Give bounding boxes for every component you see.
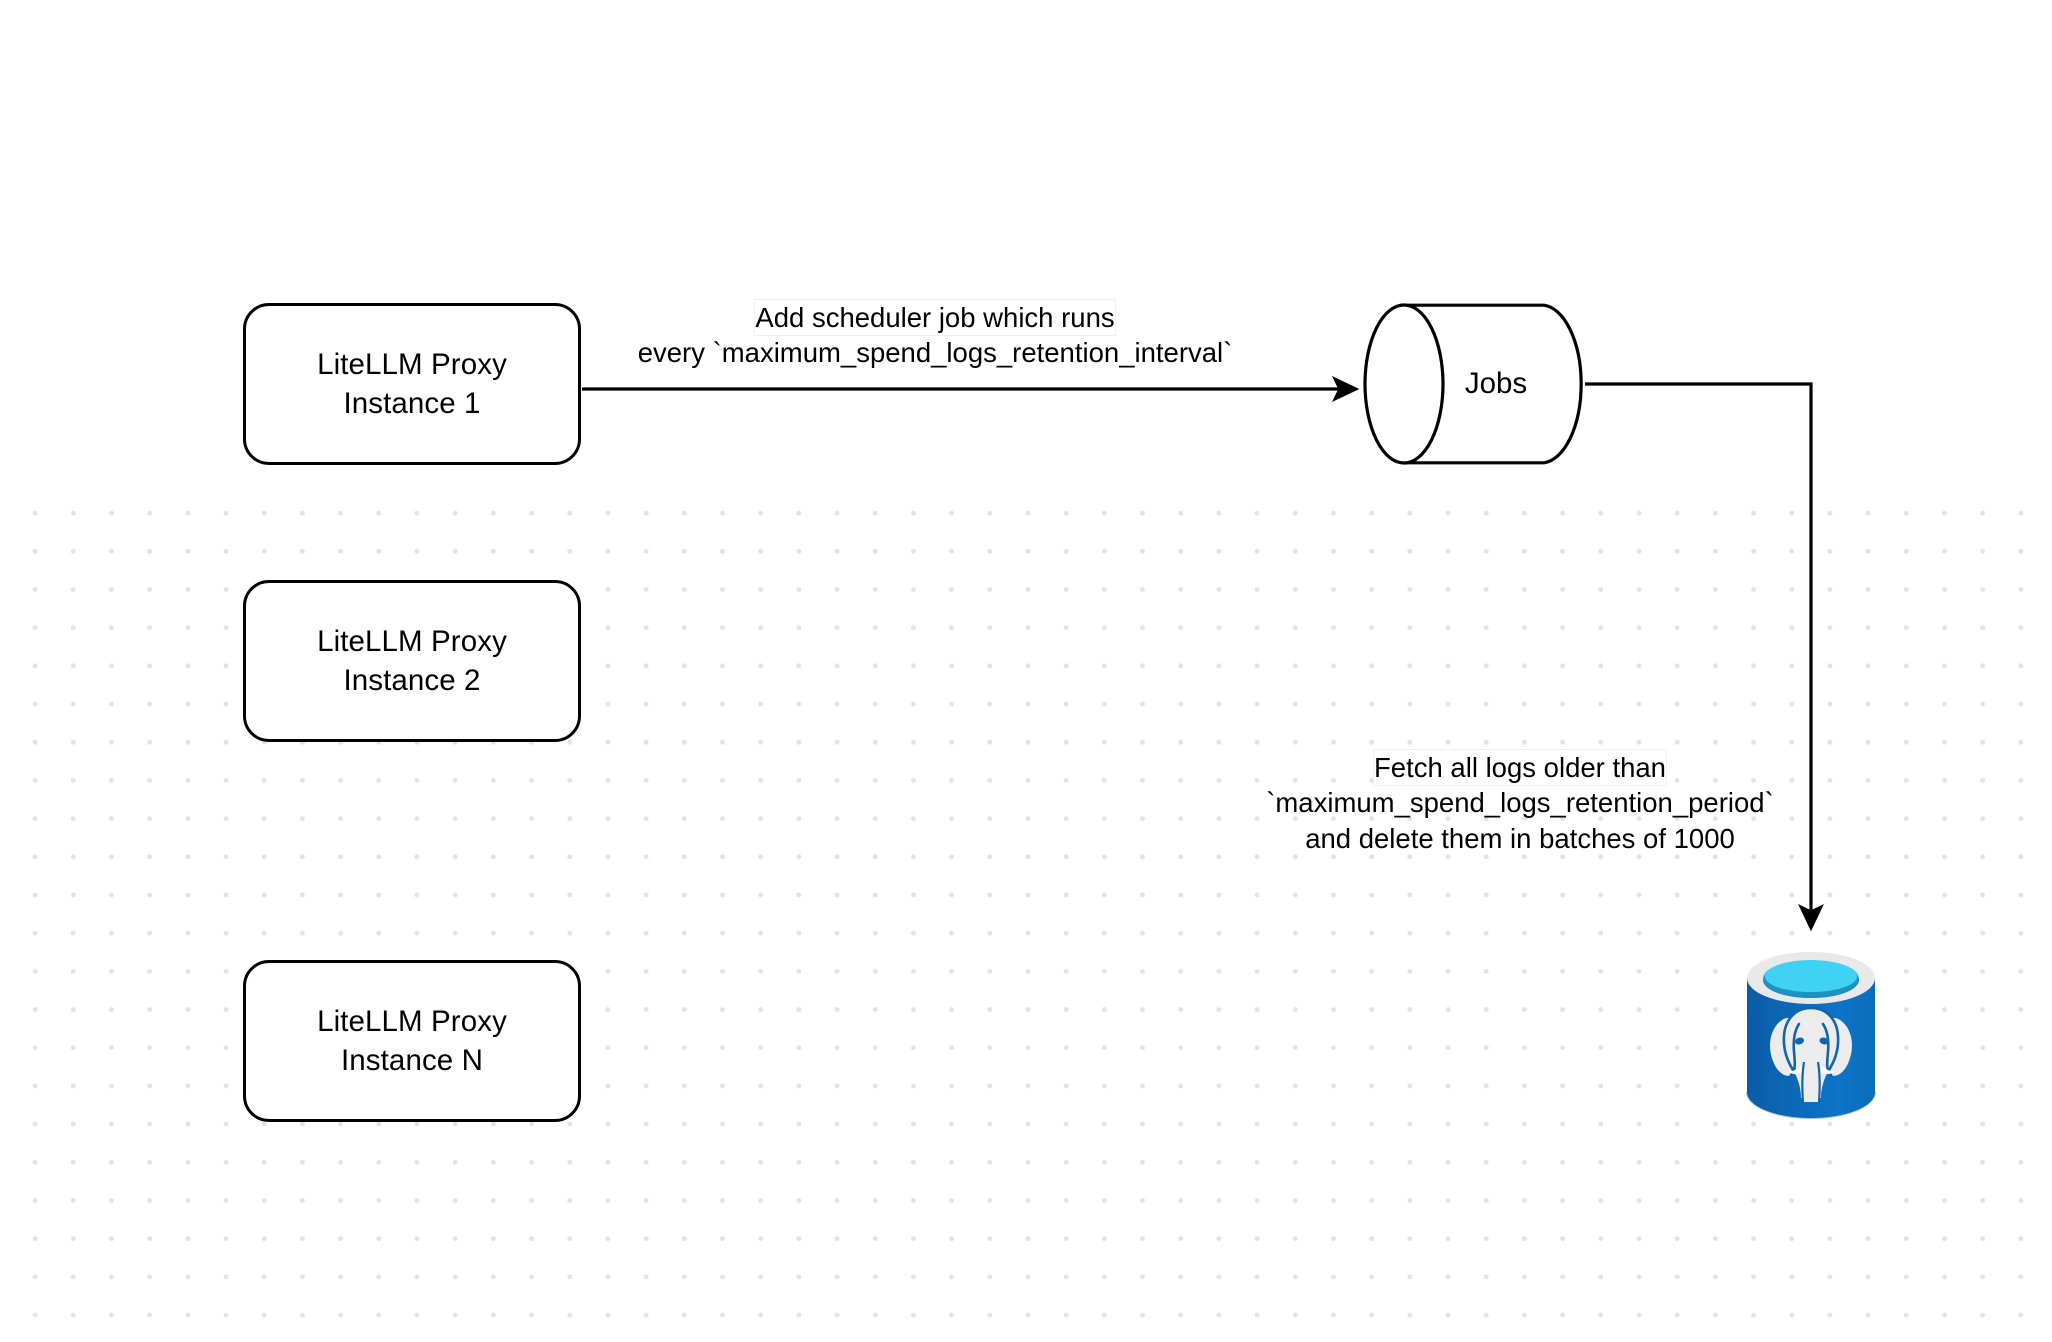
node-jobs-label: Jobs (1464, 367, 1528, 400)
postgresql-elephant-mark (1770, 1006, 1852, 1103)
edge-label-line-1: Add scheduler job which runs (755, 300, 1115, 336)
node-label-line-2: Instance 1 (343, 387, 481, 420)
node-litellm-proxy-instance-n[interactable]: LiteLLM Proxy Instance N (243, 960, 581, 1122)
node-label-line-2: Instance N (340, 1044, 484, 1077)
node-label-line-1: LiteLLM Proxy (317, 1004, 507, 1038)
edge-label-line-2: `maximum_spend_logs_retention_period` (1266, 787, 1774, 819)
edge-label-line-1: Fetch all logs older than (1374, 750, 1666, 786)
node-label-line-1: LiteLLM Proxy (317, 347, 507, 381)
edge-label-line-3: and delete them in batches of 1000 (1305, 822, 1735, 854)
node-litellm-proxy-instance-1[interactable]: LiteLLM Proxy Instance 1 (243, 303, 581, 465)
edge-jobs-to-database (1585, 382, 1824, 932)
edge-label-line-2: every `maximum_spend_logs_retention_inte… (637, 337, 1233, 369)
node-postgresql-database[interactable] (1743, 942, 1879, 1128)
node-label-line-1: LiteLLM Proxy (317, 624, 507, 658)
edge-label-scheduler: Add scheduler job which runs every `maxi… (565, 300, 1305, 371)
node-label-line-2: Instance 2 (343, 664, 481, 697)
node-litellm-proxy-instance-2[interactable]: LiteLLM Proxy Instance 2 (243, 580, 581, 742)
node-jobs-cylinder[interactable]: Jobs (1363, 303, 1585, 465)
cylinder-shape (1363, 303, 1583, 465)
edge-label-fetch-delete: Fetch all logs older than `maximum_spend… (1215, 750, 1825, 856)
postgresql-database-icon (1746, 952, 1876, 1119)
